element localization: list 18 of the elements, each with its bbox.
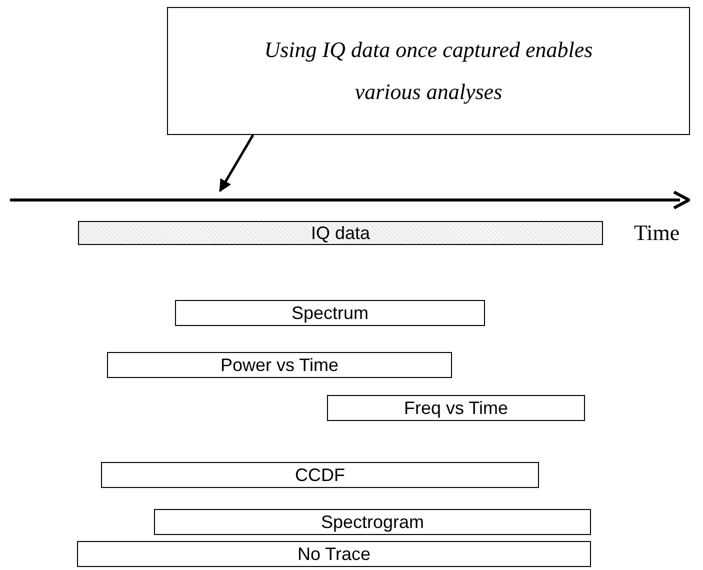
- axis-label: Time: [634, 222, 680, 244]
- time-span-bar: [327, 395, 585, 421]
- bar-label: Freq vs Time: [404, 399, 508, 417]
- bar-label: Power vs Time: [220, 356, 339, 374]
- bar-label: Spectrum: [291, 304, 369, 322]
- time-span-bar: [107, 352, 452, 378]
- timeline-arrow: [10, 191, 690, 209]
- time-span-bar: [101, 462, 539, 488]
- bar-label: No Trace: [297, 545, 371, 563]
- bar-label: IQ data: [310, 224, 370, 242]
- time-span-bar: [77, 541, 591, 567]
- time-span-bar: [78, 221, 603, 245]
- time-span-bar: [175, 300, 485, 326]
- time-span-bar: [154, 509, 591, 535]
- leader-arrow: [218, 134, 254, 192]
- bar-label: CCDF: [295, 466, 345, 484]
- bar-label: Spectrogram: [320, 513, 424, 531]
- callout-box: Using IQ data once captured enables various analyses: [167, 7, 690, 135]
